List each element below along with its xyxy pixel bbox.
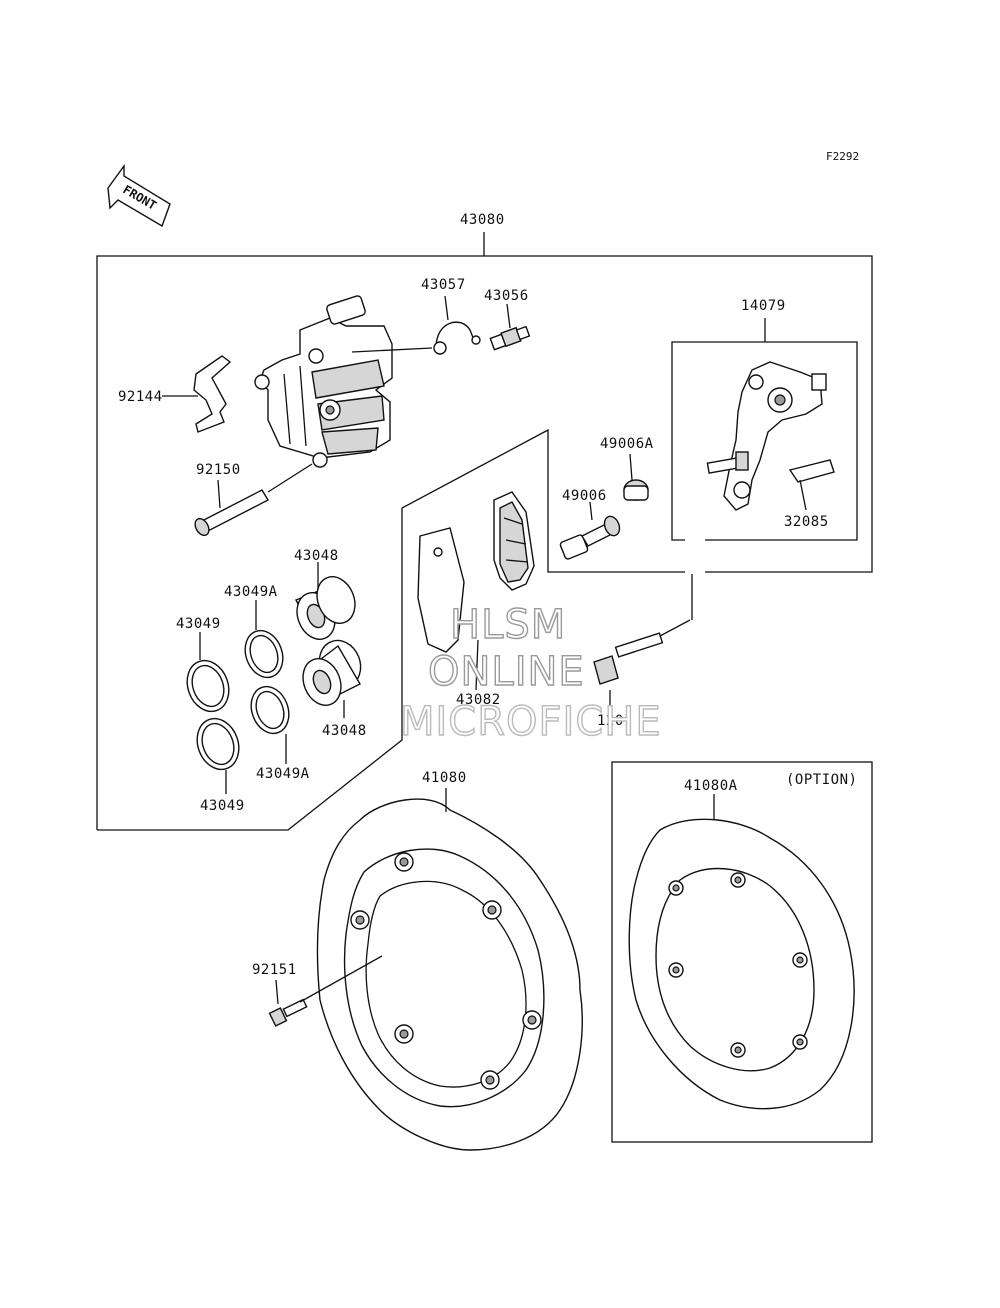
part-92144-spring-clip [162,355,232,433]
callout-43049-upper: 43049 [176,616,221,632]
callout-49006: 49006 [562,488,607,504]
part-41080A-brake-disc [628,794,855,1110]
caliper-assembly-box [96,232,873,831]
option-label: (OPTION) [786,772,857,788]
part-32085-spring-plate [788,459,835,511]
part-49006-pin-bolt [559,501,621,560]
part-49006A-plug [623,453,649,501]
part-43057-fitting [351,295,481,355]
callout-14079: 14079 [741,298,786,314]
callout-120: 120 [597,713,624,729]
callout-41080A: 41080A [684,778,738,794]
part-43049A-seal-upper [244,600,284,679]
caliper-body [254,295,393,468]
part-43049A-seal-lower [250,685,290,764]
callout-32085: 32085 [784,514,829,530]
watermark-line-2: ONLINE [428,649,585,695]
watermark-line-1: HLSM [450,602,566,648]
front-arrow-icon: FRONT [107,163,171,228]
part-43048-piston-upper [295,562,356,640]
callout-92144: 92144 [118,389,163,405]
callout-43082: 43082 [456,692,501,708]
callout-43080: 43080 [460,212,505,228]
part-92151-disc-bolt [268,955,383,1027]
callout-43049A-lower: 43049A [256,766,310,782]
part-43049-seal-upper [186,632,230,713]
callout-43056: 43056 [484,288,529,304]
option-disc-box [611,761,873,1143]
watermark-line-3: MICROFICHE [400,699,662,745]
callout-92150: 92150 [196,462,241,478]
callout-92151: 92151 [252,962,297,978]
part-43049-seal-lower [196,717,240,794]
callout-43048-upper: 43048 [294,548,339,564]
diagram-code: F2292 [826,150,859,163]
callout-49006A: 49006A [600,436,654,452]
bracket-subassembly-box [671,318,858,541]
part-14079-bracket [706,361,827,511]
callout-43057: 43057 [421,277,466,293]
callout-41080: 41080 [422,770,467,786]
callout-43049A-upper: 43049A [224,584,278,600]
part-41080-brake-disc [316,788,583,1151]
callout-43049-lower: 43049 [200,798,245,814]
callout-43048-lower: 43048 [322,723,367,739]
part-43082-brake-pads [417,491,535,691]
part-92150-pin [194,463,313,537]
part-120-bolt [593,619,691,712]
part-43056-bleeder-valve [489,303,531,351]
watermark: HLSM ONLINE MICROFICHE [399,601,662,745]
part-43048-piston-lower [302,639,362,718]
